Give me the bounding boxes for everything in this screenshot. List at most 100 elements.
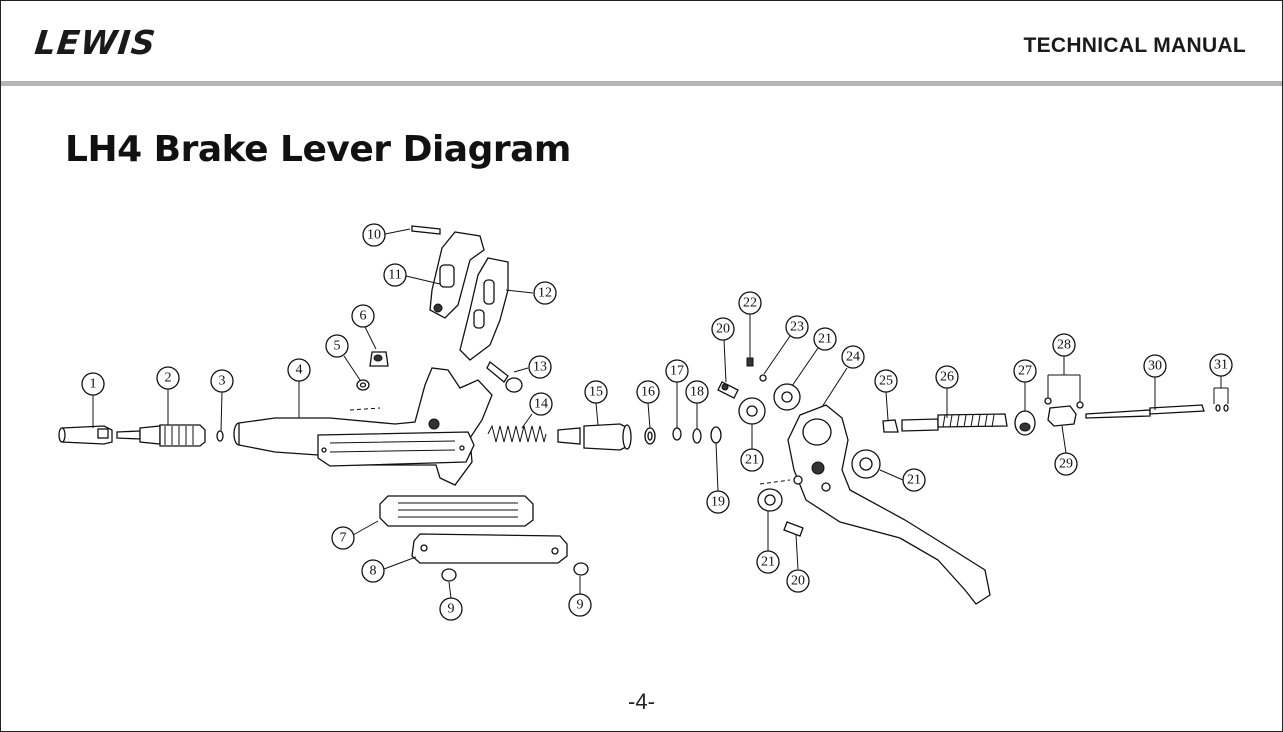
svg-text:30: 30 (1148, 359, 1162, 374)
part-15-piston (557, 423, 632, 451)
svg-text:6: 6 (360, 309, 367, 324)
callout-19: 19 (706, 490, 730, 514)
document-title: TECHNICAL MANUAL (1023, 34, 1246, 57)
page-header: LEWIS TECHNICAL MANUAL (1, 1, 1282, 86)
part-22-pin (746, 357, 754, 367)
callout-2: 2 (156, 366, 180, 390)
callout-1: 1 (81, 372, 105, 396)
svg-text:10: 10 (367, 228, 381, 243)
callout-6: 6 (351, 304, 375, 328)
part-2-fitting (116, 424, 206, 447)
part-9-bolts (441, 562, 589, 582)
svg-text:19: 19 (711, 495, 725, 510)
svg-text:22: 22 (743, 296, 757, 311)
svg-text:12: 12 (538, 286, 552, 301)
svg-text:23: 23 (790, 320, 804, 335)
part-4-lever-body (233, 367, 493, 486)
svg-text:26: 26 (940, 370, 954, 385)
callout-10: 10 (362, 223, 386, 247)
svg-text:1: 1 (90, 377, 97, 392)
callout-24: 24 (841, 345, 865, 369)
part-23-ball (759, 374, 767, 382)
svg-text:2: 2 (165, 371, 172, 386)
part-21-washers (738, 383, 881, 512)
svg-text:28: 28 (1057, 338, 1071, 353)
callout-16: 16 (636, 380, 660, 404)
callout-8: 8 (361, 559, 385, 583)
callout-7: 7 (331, 526, 355, 550)
part-27-nut (1014, 410, 1036, 436)
part-7-cover-plate (379, 495, 534, 527)
part-24-lever-blade (759, 404, 991, 605)
svg-text:9: 9 (448, 602, 455, 617)
leader-lines (92, 228, 1229, 599)
part-6-screw (369, 351, 389, 367)
callout-5: 5 (325, 334, 349, 358)
svg-text:4: 4 (296, 363, 303, 378)
svg-text:15: 15 (589, 385, 603, 400)
callout-18: 18 (685, 380, 709, 404)
svg-text:11: 11 (388, 268, 401, 283)
svg-text:13: 13 (533, 360, 547, 375)
callout-23: 23 (785, 315, 809, 339)
page-title: LH4 Brake Lever Diagram (65, 129, 571, 170)
part-12-bracket (459, 257, 509, 361)
svg-text:24: 24 (846, 350, 860, 365)
callout-3: 3 (210, 369, 234, 393)
part-26-adjust-screw (901, 413, 1008, 432)
part-17-washer (672, 427, 682, 441)
svg-text:7: 7 (340, 531, 347, 546)
svg-text:3: 3 (219, 374, 226, 389)
callout-28: 28 (1052, 333, 1076, 357)
svg-text:21: 21 (761, 555, 775, 570)
callout-9-left: 9 (439, 597, 463, 621)
callout-20-top: 20 (711, 317, 735, 341)
part-11-reach-adjuster (429, 231, 485, 319)
svg-text:25: 25 (879, 374, 893, 389)
svg-text:5: 5 (334, 339, 341, 354)
part-18-ring (692, 428, 702, 444)
svg-text:8: 8 (370, 564, 377, 579)
callout-9-right: 9 (568, 593, 592, 617)
svg-text:27: 27 (1018, 364, 1032, 379)
callout-26: 26 (935, 365, 959, 389)
svg-text:31: 31 (1214, 358, 1228, 373)
part-30-rod (1085, 404, 1205, 419)
part-5-washer (356, 379, 370, 391)
callout-14: 14 (529, 392, 553, 416)
part-19-clip (710, 426, 722, 444)
svg-text:21: 21 (818, 332, 832, 347)
svg-text:9: 9 (577, 598, 584, 613)
callout-21-lower: 21 (756, 550, 780, 574)
part-20-bushing-top (717, 381, 739, 399)
callout-31: 31 (1209, 353, 1233, 377)
callout-29: 29 (1054, 452, 1078, 476)
part-25-cap (882, 419, 899, 433)
part-10-pin (411, 225, 441, 235)
svg-text:18: 18 (690, 385, 704, 400)
callout-11: 11 (383, 263, 407, 287)
callout-17: 17 (665, 359, 689, 383)
callout-21-right: 21 (902, 468, 926, 492)
part-29-barrel (1047, 405, 1077, 427)
svg-text:16: 16 (641, 385, 655, 400)
svg-text:21: 21 (745, 453, 759, 468)
part-20-bushing-bottom (783, 521, 804, 537)
part-16-seal (644, 427, 656, 445)
part-1-cap (58, 425, 113, 445)
callout-4: 4 (287, 358, 311, 382)
callout-15: 15 (584, 380, 608, 404)
callout-12: 12 (533, 281, 557, 305)
part-31-clips (1215, 404, 1229, 412)
svg-text:20: 20 (791, 574, 805, 589)
page-number: -4- (628, 689, 655, 714)
callout-22: 22 (738, 291, 762, 315)
callout-30: 30 (1143, 354, 1167, 378)
part-3-oring (216, 430, 224, 442)
part-8-clamp-plate (411, 533, 568, 564)
part-28-balls (1044, 397, 1084, 409)
callout-21-upper: 21 (813, 327, 837, 351)
callout-27: 27 (1013, 359, 1037, 383)
